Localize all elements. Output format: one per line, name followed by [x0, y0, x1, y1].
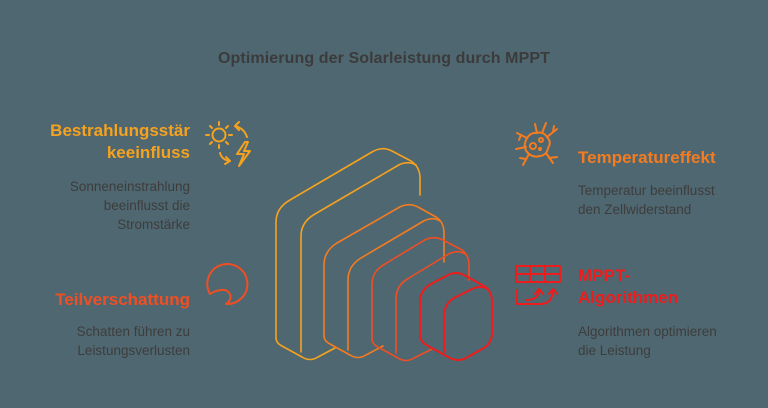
layer-3 [371, 236, 470, 362]
heading-line: Bestrahlungsstär [50, 121, 190, 140]
item-heading: Temperatureffekt [578, 148, 716, 167]
description-line: Temperatur beeinflusst [578, 183, 715, 198]
page-title: Optimierung der Solarleistung durch MPPT [217, 50, 551, 67]
heat-virus-icon [515, 122, 558, 166]
heading-line: MPPT- [578, 266, 630, 285]
description-line: Leistungsverlusten [77, 343, 190, 358]
description-line: Algorithmen optimieren [578, 324, 717, 339]
description-line: den Zellwiderstand [578, 202, 692, 217]
layer-2 [323, 203, 445, 359]
description-line: Sonneneinstrahlung [69, 179, 190, 194]
heading-line: Algorithmen [578, 288, 679, 307]
grid-arrows-icon [515, 265, 561, 305]
item-description: Algorithmen optimieren die Leistung [578, 322, 768, 360]
item-mppt: MPPT- Algorithmen Algorithmen optimieren… [578, 265, 768, 360]
item-description: Sonneneinstrahlung beeinflusst die Strom… [20, 177, 190, 234]
item-bestrahlung: Bestrahlungsstär keeinfluss Sonneneinstr… [20, 120, 190, 234]
item-heading: Teilverschattung [55, 290, 190, 309]
layer-1 [275, 147, 421, 361]
description-line: Stromstärke [117, 217, 190, 232]
item-temperatur: Temperatureffekt Temperatur beeinflusst … [578, 147, 768, 219]
layer-4 [419, 272, 493, 361]
description-line: die Leistung [578, 343, 651, 358]
description-line: Schatten führen zu [76, 324, 190, 339]
heading-line: keeinfluss [106, 143, 190, 162]
item-description: Schatten führen zu Leistungsverlusten [20, 322, 190, 360]
item-teilverschattung: Teilverschattung Schatten führen zu Leis… [20, 289, 190, 360]
item-heading: MPPT- Algorithmen [578, 265, 768, 309]
sun-lightning-cycle-icon [205, 121, 251, 167]
partial-shade-circle-icon [206, 263, 249, 306]
item-description: Temperatur beeinflusst den Zellwiderstan… [578, 181, 768, 219]
item-heading: Bestrahlungsstär keeinfluss [20, 120, 190, 164]
description-line: beeinflusst die [103, 198, 190, 213]
